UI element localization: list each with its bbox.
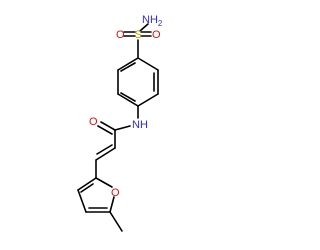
molecule-drawing: NH2 S O O NH O O [77, 14, 163, 232]
ring-inner-bond-3 [120, 62, 136, 72]
bond-methyl [109, 211, 123, 232]
bond-carbonyl-o-a [100, 121, 116, 131]
sulfonyl-oxygen-left-label: O [116, 29, 125, 41]
bond-s-n [139, 23, 149, 32]
bond-alpha-beta [95, 147, 116, 161]
ring-bond-top-left [117, 57, 139, 71]
furan-bond-c3-c4 [77, 189, 87, 213]
carbonyl-oxygen-label: O [89, 116, 98, 128]
bond-alpha-beta-inner [96, 144, 113, 155]
nh2-label: NH2 [142, 14, 163, 28]
furan-bond-c5-o [109, 196, 115, 213]
ring-bond-bottom-left [117, 93, 139, 107]
furan-bond-o-c2 [95, 177, 113, 188]
ring-inner-bond-2 [120, 92, 136, 102]
ring-bond-bottom-right [137, 93, 159, 107]
bond-nh-carbonyl [114, 125, 131, 131]
bond-carbonyl-o-b [97, 125, 113, 135]
furan-oxygen-label: O [111, 187, 120, 199]
sulfur-label: S [135, 29, 142, 41]
structure-diagram: NH2 S O O NH O O [77, 14, 163, 232]
amide-nh-label: NH [132, 119, 148, 131]
sulfonyl-oxygen-right-label: O [152, 29, 161, 41]
ring-bond-top-right [137, 57, 159, 71]
furan-bond-c2-c3-inner [80, 183, 94, 193]
furan-bond-c2-c3 [77, 177, 97, 191]
